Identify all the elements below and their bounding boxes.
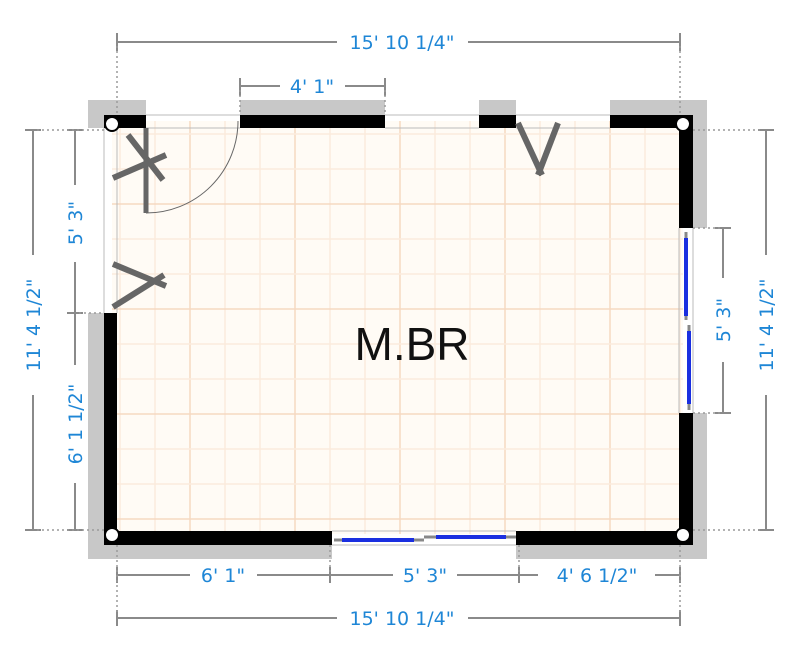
dimension-top-overall: 15' 10 1/4": [350, 32, 455, 54]
right-window: [684, 232, 691, 410]
opening-symbols: [111, 121, 561, 310]
opening-outlines: [103, 114, 694, 546]
dimension-left-overall: 11' 4 1/2": [23, 279, 45, 372]
walls: [104, 115, 693, 545]
dimension-left-lower: 6' 1 1/2": [65, 384, 87, 465]
corner-node-bottom-right: [675, 527, 691, 543]
dimension-right-overall: 11' 4 1/2": [756, 279, 778, 372]
dimension-right-window: 5' 3": [713, 298, 735, 342]
corner-node-top-left: [104, 116, 120, 132]
dimension-bottom-overall: 15' 10 1/4": [350, 608, 455, 630]
corner-node-top-right: [675, 116, 691, 132]
dimension-top-door: 4' 1": [290, 76, 334, 98]
extension-lines: [37, 46, 762, 614]
dimension-bottom-left: 6' 1": [201, 565, 245, 587]
dimension-lines: [25, 33, 774, 626]
corner-node-bottom-left: [104, 527, 120, 543]
dimension-bottom-right: 4' 6 1/2": [557, 565, 638, 587]
bottom-window: [334, 535, 516, 542]
corner-nodes: [104, 116, 691, 543]
dimension-bottom-window: 5' 3": [403, 565, 447, 587]
dimension-left-opening: 5' 3": [65, 201, 87, 245]
room-label: M.BR: [355, 318, 470, 370]
floor-grid: [112, 121, 683, 534]
door: [143, 120, 239, 214]
